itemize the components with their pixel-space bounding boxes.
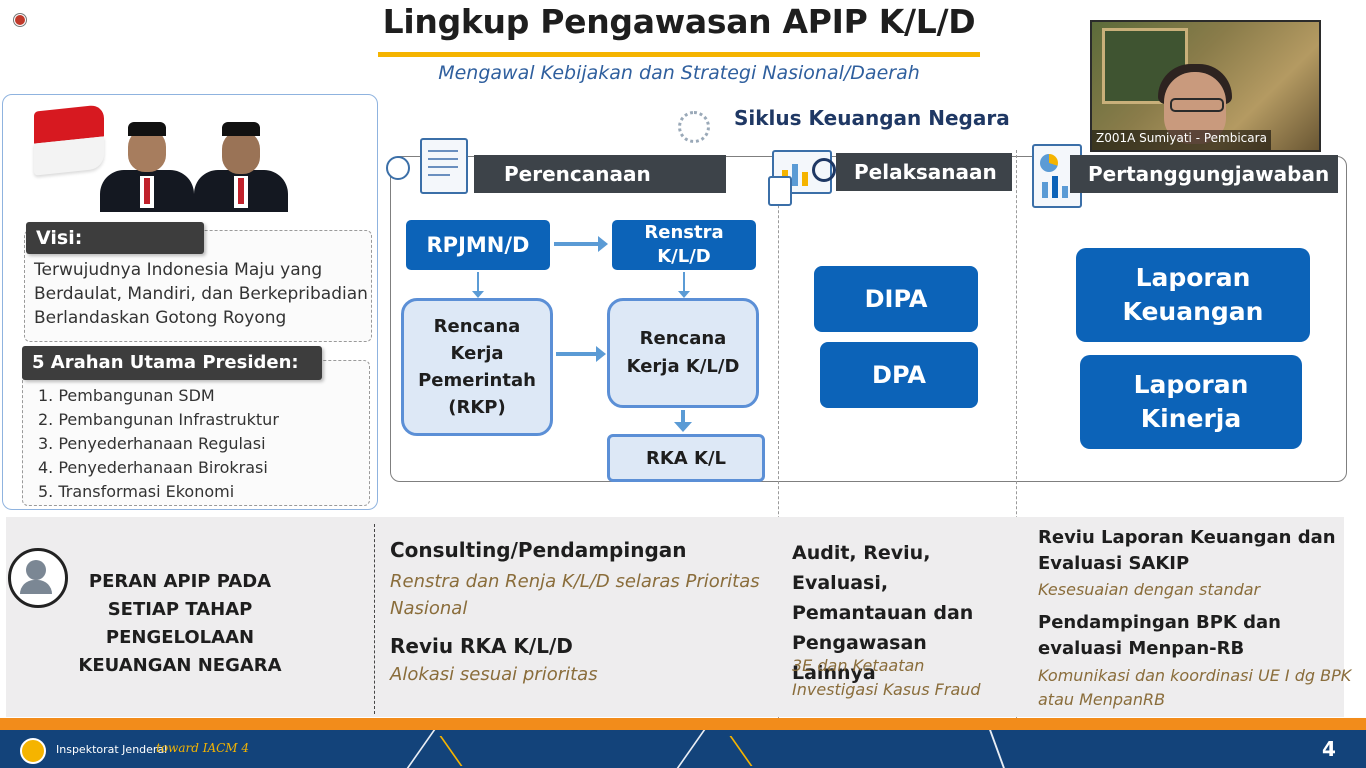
arrow-right: [556, 346, 606, 362]
role-pertanggungjawaban-sub1: Kesesuaian dengan standar: [1038, 580, 1261, 599]
role-pelaksanaan-head: Audit, Reviu, Evaluasi, Pemantauan dan P…: [792, 542, 974, 684]
stage-divider: [778, 150, 779, 720]
role-perencanaan-head1: Consulting/Pendampingan: [390, 538, 687, 562]
list-item: 1. Pembangunan SDM: [38, 386, 215, 405]
role-pelaksanaan-sub: 3E dan Ketaatan Investigasi Kasus Fraud: [792, 656, 981, 699]
auditor-body-icon: [20, 580, 52, 594]
footer-org-name: Inspektorat Jenderal: [56, 743, 168, 756]
renstra-box: Renstra K/L/D: [612, 220, 756, 270]
dipa-box: DIPA: [814, 266, 978, 332]
list-item: 2. Pembangunan Infrastruktur: [38, 410, 279, 429]
phone-icon: [768, 176, 792, 206]
page-number: 4: [1322, 737, 1336, 761]
footer-orange-bar: [0, 718, 1366, 730]
ministry-logo-icon: [20, 738, 46, 764]
arrow-down: [678, 272, 690, 298]
role-pertanggungjawaban-sub2: Komunikasi dan koordinasi UE I dg BPK at…: [1038, 666, 1352, 709]
roles-section: [6, 517, 1344, 717]
rkp-box: Rencana Kerja Pemerintah (RKP): [401, 298, 553, 436]
role-perencanaan-sub1: Renstra dan Renja K/L/D selaras Priorita…: [390, 571, 760, 619]
leaders-photo: [100, 118, 300, 212]
cycle-title: Siklus Keuangan Negara: [734, 106, 1010, 130]
dpa-box: DPA: [820, 342, 978, 408]
president-peci: [128, 122, 166, 136]
rkkl-box: Rencana Kerja K/L/D: [607, 298, 759, 408]
arahan-label: 5 Arahan Utama Presiden:: [22, 346, 322, 380]
webcam-person-glasses: [1170, 98, 1224, 112]
stage-divider: [1016, 150, 1017, 720]
list-item: 3. Penyederhanaan Regulasi: [38, 434, 266, 453]
arrow-down: [472, 272, 484, 298]
arrow-right: [554, 236, 608, 252]
webcam-video-tile[interactable]: Z001A Sumiyati - Pembicara: [1090, 20, 1321, 152]
visi-label: Visi:: [26, 222, 204, 254]
role-pertanggungjawaban-head2: Pendampingan BPK dan evaluasi Menpan-RB: [1038, 612, 1281, 659]
auditor-head-icon: [26, 560, 46, 580]
participant-name-label: Z001A Sumiyati - Pembicara: [1092, 130, 1271, 150]
list-item: 5. Transformasi Ekonomi: [38, 482, 235, 501]
arahan-box: [22, 360, 370, 506]
footer-slogan: toward IACM 4: [156, 741, 250, 755]
stopwatch-icon: [386, 156, 410, 180]
peran-title: PERAN APIP PADA SETIAP TAHAP PENGELOLAAN…: [78, 571, 282, 676]
stage-header-pelaksanaan: Pelaksanaan: [836, 153, 1012, 191]
visi-text: Terwujudnya Indonesia Maju yang Berdaula…: [34, 260, 368, 328]
stage-header-perencanaan: Perencanaan: [474, 155, 726, 193]
roles-divider: [374, 524, 375, 714]
laporan-keuangan-box: Laporan Keuangan: [1076, 248, 1310, 342]
title-underline: [378, 52, 980, 57]
role-pertanggungjawaban-head1: Reviu Laporan Keuangan dan Evaluasi SAKI…: [1038, 527, 1336, 574]
cycle-icon: [678, 111, 710, 143]
magnifier-icon: [812, 158, 836, 182]
arahan-list: 1. Pembangunan SDM 2. Pembangunan Infras…: [38, 384, 368, 504]
role-perencanaan-head2: Reviu RKA K/L/D: [390, 634, 573, 658]
president-tie: [144, 178, 150, 204]
list-item: 4. Penyederhanaan Birokrasi: [38, 458, 268, 477]
slide-subtitle: Mengawal Kebijakan dan Strategi Nasional…: [438, 62, 920, 84]
rkakl-box: RKA K/L: [607, 434, 765, 482]
planning-document-icon: [420, 138, 468, 194]
vice-president-head: [222, 130, 260, 174]
role-perencanaan-sub2: Alokasi sesuai prioritas: [390, 664, 598, 685]
slide-title: Lingkup Pengawasan APIP K/L/D: [382, 2, 976, 41]
laporan-kinerja-box: Laporan Kinerja: [1080, 355, 1302, 449]
vice-president-tie: [238, 178, 244, 204]
stage-header-pertanggungjawaban: Pertanggungjawaban: [1070, 155, 1338, 193]
vice-president-peci: [222, 122, 260, 136]
arrow-down: [674, 410, 692, 432]
recording-indicator-icon: [14, 14, 26, 26]
rpjmn-box: RPJMN/D: [406, 220, 550, 270]
